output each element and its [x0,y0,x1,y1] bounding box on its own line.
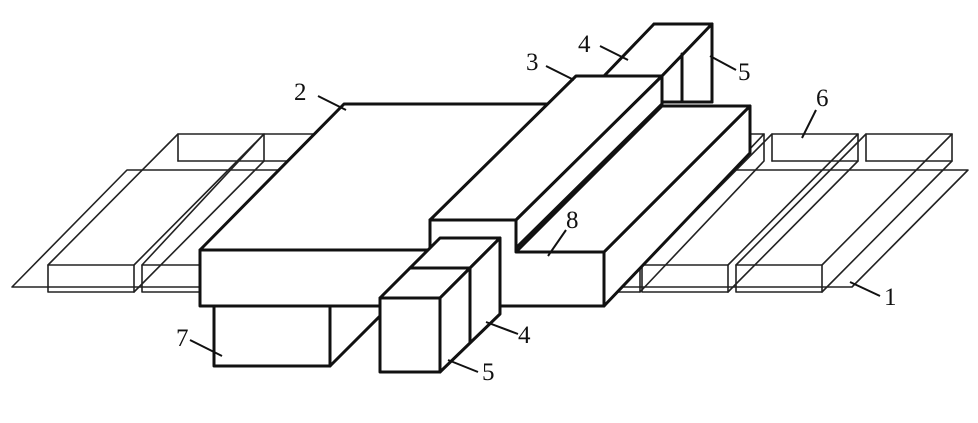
front-block [378,236,502,374]
label-4-bottom: 4 [518,322,531,349]
label-3: 3 [526,49,539,76]
label-8: 8 [566,207,579,234]
top-ridge [428,22,714,250]
leader-lines [189,45,881,373]
label-7: 7 [176,325,189,352]
label-2: 2 [294,79,307,106]
label-4-top: 4 [578,31,591,58]
label-5-top: 5 [738,59,751,86]
label-5-bottom: 5 [482,359,495,386]
label-1: 1 [884,284,897,311]
part-labels: 2 3 4 5 6 8 1 4 5 7 [176,31,897,386]
label-6: 6 [816,85,829,112]
